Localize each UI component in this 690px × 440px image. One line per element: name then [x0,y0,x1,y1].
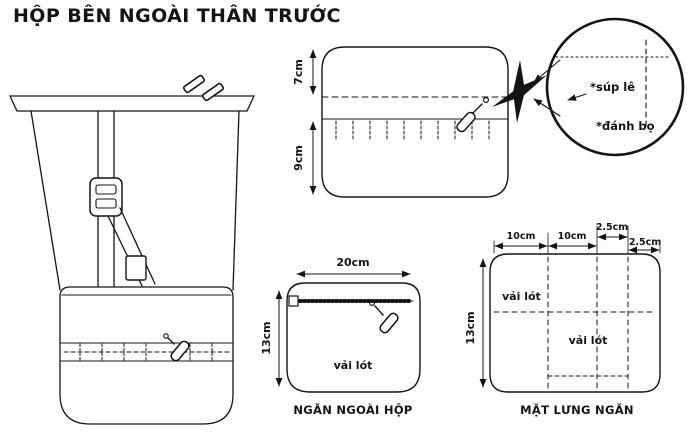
note-danh-bo: *đánh bọ [596,119,655,133]
callout-arrow-top [533,59,561,83]
top-box-outline [321,46,509,198]
dimension-9cm: 9cm [292,121,317,195]
dim-label-2-5cm-2: 2.5cm [629,237,661,248]
back-panel-outline [489,253,661,393]
dimension-13cm-pocket: 13cm [260,290,283,387]
body-left-edge [30,110,61,291]
pocket-zipper-band [59,342,234,362]
top-box-stitch-ticks [335,120,490,140]
top-box-zipper-pull-icon [456,96,490,133]
diagonal-strap [107,207,156,287]
top-box-drawing: 7cm 9cm [292,46,547,198]
dimension-13cm-back: 13cm [464,258,487,388]
pocket-zipper-pull-icon [163,333,190,362]
back-panel-lining-left: vải lót [502,290,541,303]
outer-pocket-zipper [288,295,414,334]
front-body-drawing [8,74,256,425]
outer-pocket-drawing: 20cm 13cm vải lót NGĂN NGOÀI HỘP [260,256,421,417]
dimension-chain-top: 10cm 10cm 2.5cm 2.5cm [493,222,661,254]
back-panel-fold-lines [493,256,657,390]
top-edge-bar [8,95,256,112]
dim-label-7cm: 7cm [292,59,305,85]
dim-label-9cm: 9cm [292,145,305,171]
page-title: HỘP BÊN NGOÀI THÂN TRƯỚC [13,5,341,27]
note-arrow [567,93,587,101]
strap-and-buckle [89,110,123,287]
note-sup-le: *súp lê [590,80,635,94]
strap-keeper-marks [182,74,225,102]
dim-label-13cm-back: 13cm [464,311,477,344]
dimension-20cm: 20cm [296,256,411,278]
detail-callout: *súp lê *đánh bọ [533,17,685,157]
back-panel-lining-center: vải lót [569,334,608,347]
back-panel-drawing: 10cm 10cm 2.5cm 2.5cm 13cm vải lót vải l… [464,222,661,417]
dim-label-2-5cm-1: 2.5cm [596,222,628,233]
dim-label-13cm-pocket: 13cm [260,321,273,354]
outer-pocket-caption: NGĂN NGOÀI HỘP [293,402,412,417]
body-right-edge [232,110,240,291]
sparkle-icon [492,60,547,123]
dim-label-20cm: 20cm [336,256,369,269]
magnifier-circle [545,17,685,157]
outer-pocket-outline [286,282,421,393]
dim-label-10cm-1: 10cm [507,231,536,242]
callout-arrow-bottom [533,98,561,117]
dim-label-10cm-2: 10cm [558,231,587,242]
dimension-7cm: 7cm [292,49,317,95]
back-panel-caption: MẶT LƯNG NGĂN [520,402,634,417]
outer-pocket-lining-label: vải lót [334,359,373,372]
